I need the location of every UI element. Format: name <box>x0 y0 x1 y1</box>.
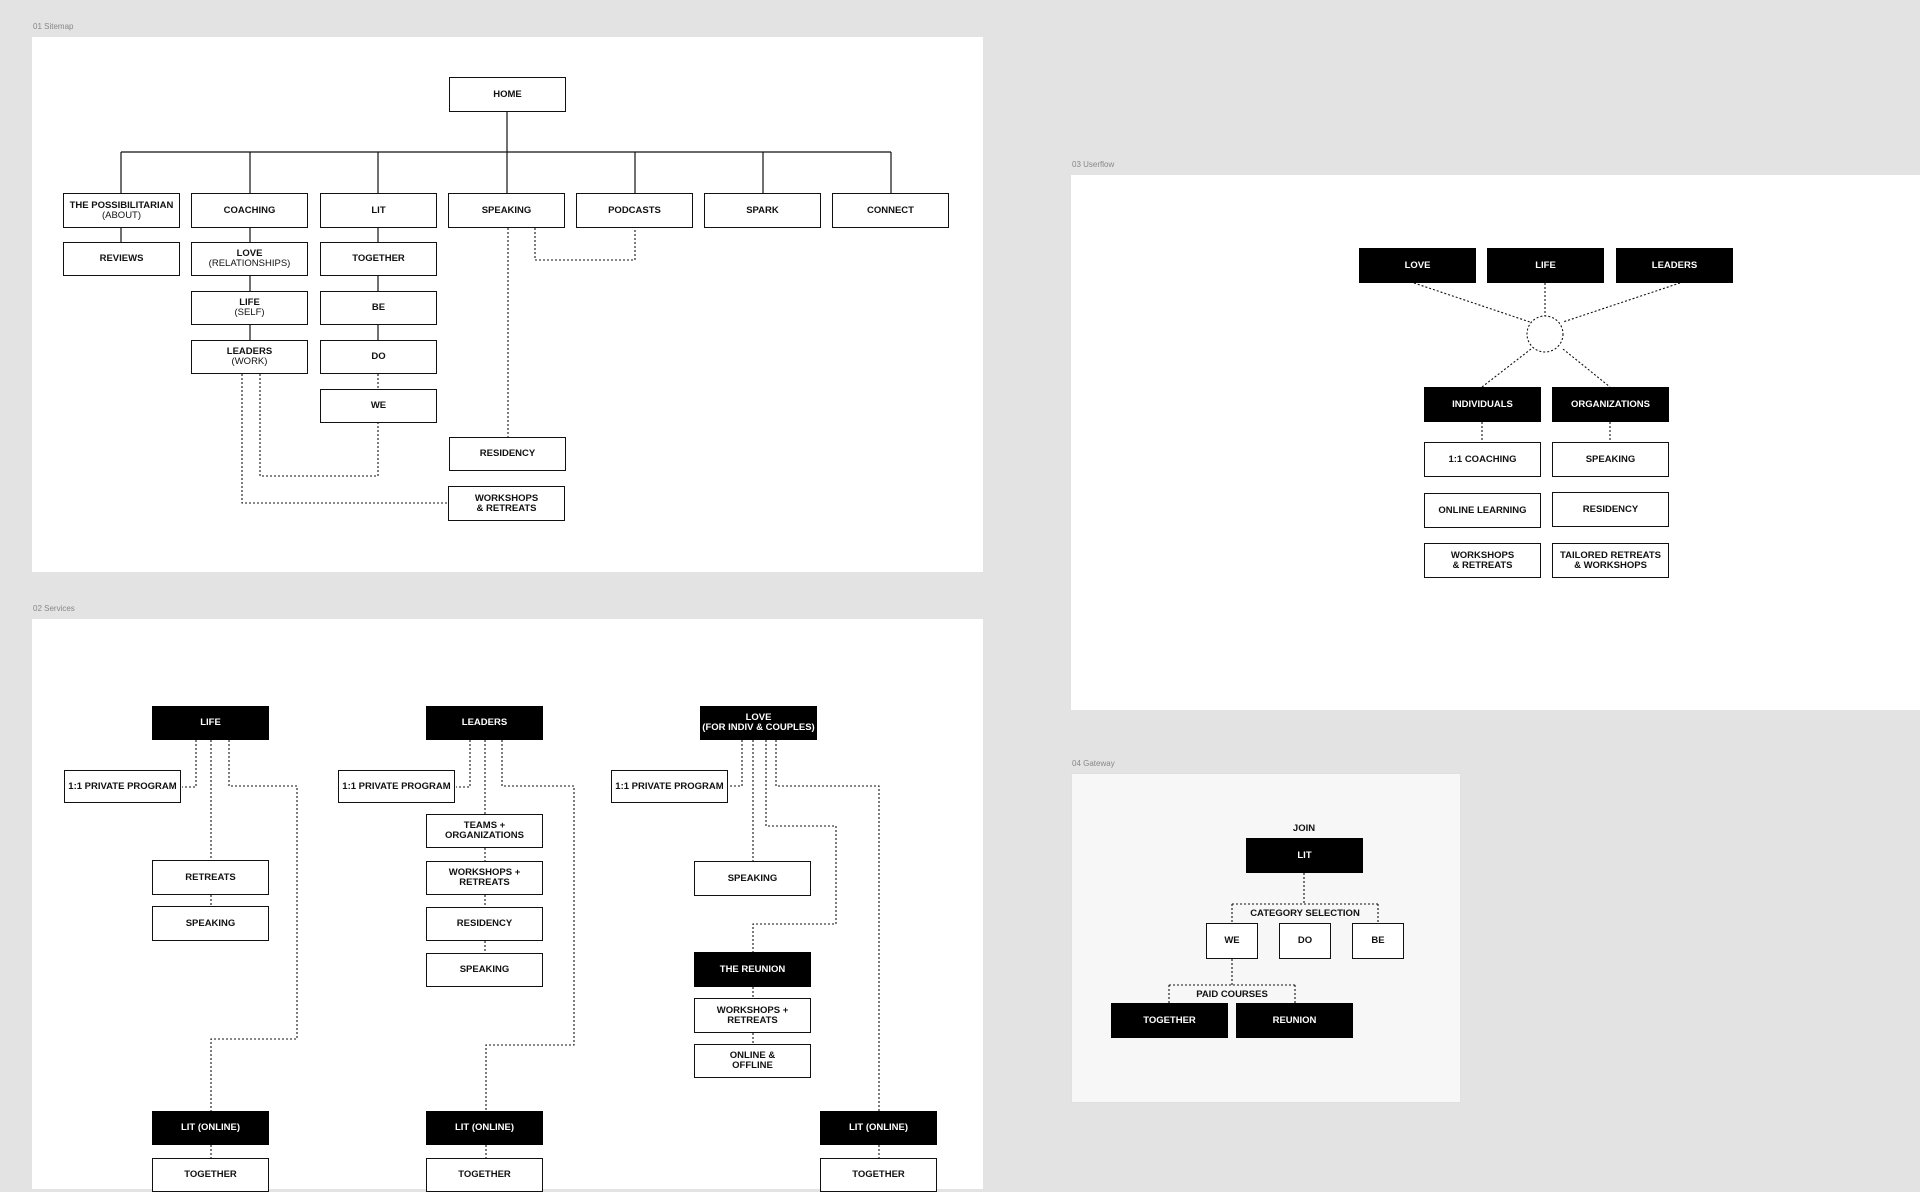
node-connect[interactable]: CONNECT <box>832 193 949 228</box>
userflow-tailored-retreats-workshops[interactable]: TAILORED RETREATS& WORKSHOPS <box>1552 543 1669 578</box>
node-workshops-retreats[interactable]: WORKSHOPS& RETREATS <box>448 486 565 521</box>
frame-label-gateway: 04 Gateway <box>1072 759 1115 768</box>
service-leaders-workshops-retreats[interactable]: WORKSHOPS +RETREATS <box>426 861 543 895</box>
userflow-individuals[interactable]: INDIVIDUALS <box>1424 387 1541 422</box>
service-leaders-lit-online[interactable]: LIT (ONLINE) <box>426 1111 543 1145</box>
gateway-reunion[interactable]: REUNION <box>1236 1003 1353 1038</box>
node-lit[interactable]: LIT <box>320 193 437 228</box>
gateway-we[interactable]: WE <box>1206 923 1258 959</box>
service-life[interactable]: LIFE <box>152 706 269 740</box>
userflow-organizations[interactable]: ORGANIZATIONS <box>1552 387 1669 422</box>
node-we[interactable]: WE <box>320 389 437 423</box>
node-love[interactable]: LOVE(RELATIONSHIPS) <box>191 242 308 276</box>
node-be[interactable]: BE <box>320 291 437 325</box>
service-online-offline[interactable]: ONLINE &OFFLINE <box>694 1044 811 1078</box>
service-life-together[interactable]: TOGETHER <box>152 1158 269 1192</box>
service-love-lit-online[interactable]: LIT (ONLINE) <box>820 1111 937 1145</box>
node-speaking[interactable]: SPEAKING <box>448 193 565 228</box>
userflow-speaking[interactable]: SPEAKING <box>1552 442 1669 477</box>
userflow-online-learning[interactable]: ONLINE LEARNING <box>1424 493 1541 528</box>
frame-label-sitemap: 01 Sitemap <box>33 22 74 31</box>
node-do[interactable]: DO <box>320 340 437 374</box>
userflow-workshops-retreats[interactable]: WORKSHOPS& RETREATS <box>1424 543 1541 578</box>
frame-label-userflow: 03 Userflow <box>1072 160 1115 169</box>
service-love-private-program[interactable]: 1:1 PRIVATE PROGRAM <box>611 770 728 803</box>
userflow-1-1-coaching[interactable]: 1:1 COACHING <box>1424 442 1541 477</box>
service-love[interactable]: LOVE(FOR INDIV & COUPLES) <box>700 706 817 740</box>
service-love-workshops-retreats[interactable]: WORKSHOPS +RETREATS <box>694 998 811 1033</box>
node-home[interactable]: HOME <box>449 77 566 112</box>
service-leaders[interactable]: LEADERS <box>426 706 543 740</box>
gateway-be[interactable]: BE <box>1352 923 1404 959</box>
gateway-lit[interactable]: LIT <box>1246 838 1363 873</box>
service-life-retreats[interactable]: RETREATS <box>152 860 269 895</box>
service-love-together[interactable]: TOGETHER <box>820 1158 937 1192</box>
service-love-speaking[interactable]: SPEAKING <box>694 861 811 896</box>
gateway-category-selection-label: CATEGORY SELECTION <box>1248 908 1362 919</box>
userflow-leaders[interactable]: LEADERS <box>1616 248 1733 283</box>
node-coaching[interactable]: COACHING <box>191 193 308 228</box>
services-frame[interactable] <box>32 619 983 1189</box>
gateway-do[interactable]: DO <box>1279 923 1331 959</box>
node-leaders[interactable]: LEADERS(WORK) <box>191 340 308 374</box>
service-leaders-residency[interactable]: RESIDENCY <box>426 907 543 941</box>
userflow-residency[interactable]: RESIDENCY <box>1552 492 1669 527</box>
node-the-possibilitarian[interactable]: THE POSSIBILITARIAN(ABOUT) <box>63 193 180 228</box>
service-the-reunion[interactable]: THE REUNION <box>694 952 811 987</box>
node-reviews[interactable]: REVIEWS <box>63 242 180 276</box>
gateway-join-label: JOIN <box>1292 823 1316 834</box>
node-life[interactable]: LIFE(SELF) <box>191 291 308 325</box>
service-leaders-together[interactable]: TOGETHER <box>426 1158 543 1192</box>
service-life-lit-online[interactable]: LIT (ONLINE) <box>152 1111 269 1145</box>
service-teams-organizations[interactable]: TEAMS +ORGANIZATIONS <box>426 814 543 848</box>
frame-label-services: 02 Services <box>33 604 75 613</box>
gateway-paid-courses-label: PAID COURSES <box>1194 989 1270 1000</box>
userflow-life[interactable]: LIFE <box>1487 248 1604 283</box>
node-residency[interactable]: RESIDENCY <box>449 437 566 471</box>
service-leaders-speaking[interactable]: SPEAKING <box>426 953 543 987</box>
userflow-love[interactable]: LOVE <box>1359 248 1476 283</box>
node-podcasts[interactable]: PODCASTS <box>576 193 693 228</box>
gateway-together[interactable]: TOGETHER <box>1111 1003 1228 1038</box>
node-spark[interactable]: SPARK <box>704 193 821 228</box>
service-life-speaking[interactable]: SPEAKING <box>152 906 269 941</box>
service-life-private-program[interactable]: 1:1 PRIVATE PROGRAM <box>64 770 181 803</box>
service-leaders-private-program[interactable]: 1:1 PRIVATE PROGRAM <box>338 770 455 803</box>
node-together[interactable]: TOGETHER <box>320 242 437 276</box>
